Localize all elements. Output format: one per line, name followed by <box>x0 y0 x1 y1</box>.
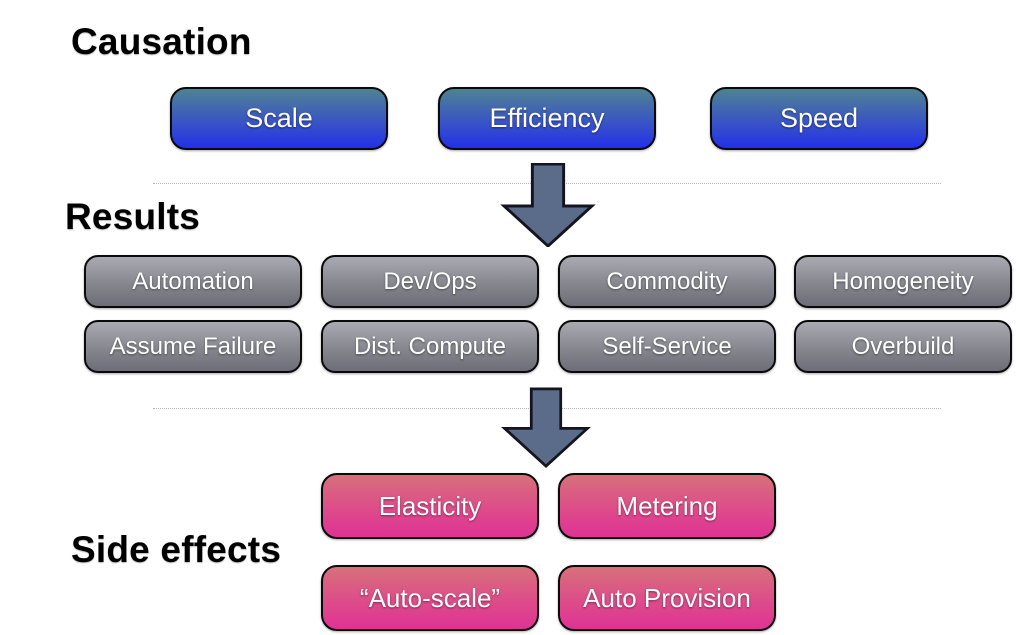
box-scale: Scale <box>170 87 388 150</box>
box-auto-scale: “Auto-scale” <box>321 565 539 631</box>
down-arrow-icon <box>500 163 596 247</box>
side-effects-title: Side effects <box>71 529 282 570</box>
results-title: Results <box>65 196 201 237</box>
box-homogeneity: Homogeneity <box>794 255 1012 308</box>
box-efficiency: Efficiency <box>438 87 656 150</box>
box-commodity: Commodity <box>558 255 776 308</box>
box-devops: Dev/Ops <box>321 255 539 308</box>
box-speed: Speed <box>710 87 928 150</box>
box-self-service: Self-Service <box>558 320 776 373</box>
down-arrow-icon <box>501 387 591 469</box>
causation-title: Causation <box>71 21 252 62</box>
box-metering: Metering <box>558 473 776 539</box>
box-automation: Automation <box>84 255 302 308</box>
box-assume-failure: Assume Failure <box>84 320 302 373</box>
box-overbuild: Overbuild <box>794 320 1012 373</box>
box-elasticity: Elasticity <box>321 473 539 539</box>
box-auto-provision: Auto Provision <box>558 565 776 631</box>
box-dist-compute: Dist. Compute <box>321 320 539 373</box>
